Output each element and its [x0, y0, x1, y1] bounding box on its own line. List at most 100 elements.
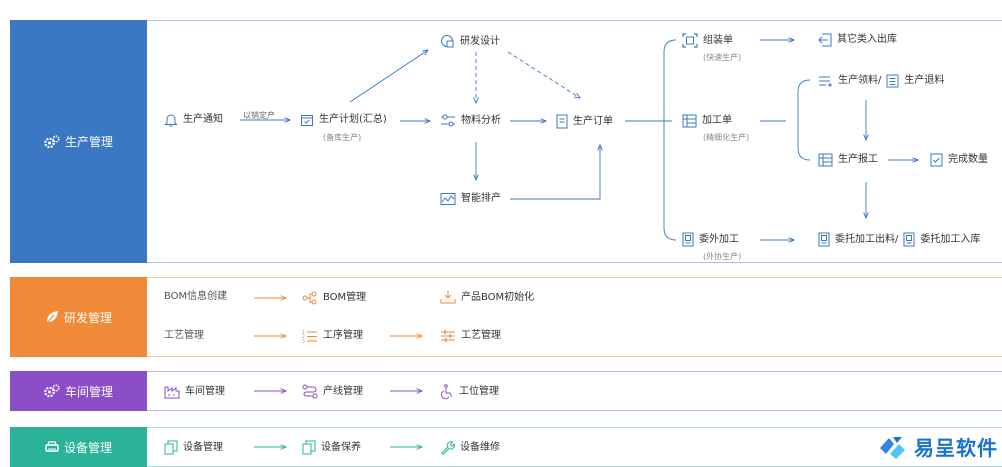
workstation-label: 工位管理: [459, 385, 499, 397]
production-title: 生产管理: [64, 135, 113, 149]
production-band: 生产管理: [0, 20, 1002, 263]
rd-design-label: 研发设计: [460, 35, 500, 47]
equipment-title: 设备管理: [63, 440, 112, 455]
work-report-label: 生产报工: [838, 154, 878, 165]
rd-header[interactable]: 研发管理: [10, 277, 147, 357]
node-outsource-issue[interactable]: 委托加工出料/ 委托加工入库: [818, 232, 980, 247]
completed-qty-label: 完成数量: [948, 154, 988, 165]
gears-icon: [44, 384, 60, 398]
make-to-order-label: 以销定产: [243, 111, 275, 120]
factory-icon: [164, 386, 180, 399]
equipment-header[interactable]: 设备管理: [10, 427, 147, 467]
device-icon: [164, 440, 178, 455]
svg-text:1: 1: [302, 330, 305, 336]
node-craft[interactable]: 工艺管理: [164, 330, 204, 342]
node-completed-qty[interactable]: 完成数量: [930, 153, 988, 167]
node-bom-info[interactable]: BOM信息创建: [164, 291, 227, 303]
material-analysis-label: 物料分析: [461, 114, 501, 126]
list-add-icon: [819, 76, 832, 87]
node-equipment-maintenance[interactable]: 设备保养: [302, 440, 361, 455]
node-material-analysis[interactable]: 物料分析: [440, 114, 501, 127]
sliders-icon: [441, 114, 455, 127]
bom-management-label: BOM管理: [323, 292, 367, 303]
node-workshop[interactable]: 车间管理: [164, 384, 225, 399]
node-bom-management[interactable]: BOM管理: [302, 291, 366, 305]
production-panel: [147, 20, 1002, 263]
equipment-repair-label: 设备维修: [460, 441, 500, 453]
node-work-report[interactable]: 生产报工: [818, 153, 878, 167]
craft-label: 工艺管理: [164, 330, 204, 341]
node-assembly-order[interactable]: 组装单: [682, 33, 733, 48]
ordered-list-icon: 1 2 3: [302, 330, 317, 344]
table-icon: [818, 153, 833, 167]
watermark-logo: 易呈软件: [878, 432, 998, 461]
list-doc-icon: [886, 74, 899, 88]
node-equipment-management[interactable]: 设备管理: [164, 440, 223, 455]
production-header[interactable]: 生产管理: [10, 20, 147, 263]
workshop-header[interactable]: 车间管理: [10, 371, 147, 411]
node-equipment-repair[interactable]: 设备维修: [440, 440, 500, 455]
workshop-panel: [147, 371, 1002, 411]
device-icon: [302, 440, 316, 455]
printer-icon: [45, 441, 59, 452]
download-tray-icon: [440, 291, 456, 304]
assembly-order-sub: (快速生产): [703, 53, 742, 62]
smart-scheduling-label: 智能排产: [461, 193, 501, 204]
outsourcing-label: 委外加工: [699, 233, 739, 245]
sliders-icon: [441, 330, 455, 342]
node-workstation[interactable]: 工位管理: [440, 384, 499, 399]
node-production-notice[interactable]: 生产通知: [164, 113, 223, 127]
node-bom-init[interactable]: 产品BOM初始化: [440, 290, 534, 305]
node-material-pick[interactable]: 生产领料/ 生产退料: [818, 74, 944, 88]
document-icon: [556, 114, 568, 129]
table-icon: [682, 114, 697, 128]
workshop-label: 车间管理: [185, 385, 225, 397]
production-order-label: 生产订单: [573, 115, 613, 127]
bom-init-label: 产品BOM初始化: [461, 291, 535, 303]
node-production-plan[interactable]: 生产计划(汇总): [300, 113, 387, 127]
wrench-icon: [441, 441, 455, 455]
process-order-sub: (精细化生产): [703, 133, 750, 142]
node-smart-scheduling[interactable]: 智能排产: [440, 192, 501, 206]
material-return-label: 生产退料: [904, 75, 945, 86]
nodes-icon: [302, 291, 317, 305]
node-other-inout[interactable]: 其它类入出库: [818, 33, 897, 47]
process-order-label: 加工单: [702, 115, 732, 126]
production-plan-label: 生产计划(汇总): [319, 114, 387, 125]
rd-title: 研发管理: [63, 310, 112, 325]
watermark-text: 易呈软件: [914, 436, 998, 460]
equipment-maintenance-label: 设备保养: [321, 441, 361, 453]
node-craft-management[interactable]: 工艺管理: [440, 329, 501, 343]
outsource-receive-label: 委托加工入库: [920, 233, 981, 245]
design-icon: [441, 35, 454, 48]
assembly-order-label: 组装单: [703, 34, 733, 46]
material-pick-label: 生产领料/: [838, 75, 882, 86]
process-management-label: 工序管理: [323, 330, 363, 341]
chart-icon: [440, 193, 456, 205]
node-outsourcing[interactable]: 委外加工: [682, 232, 739, 247]
node-process-management[interactable]: 1 2 3 工序管理: [302, 329, 363, 344]
svg-text:3: 3: [302, 339, 305, 344]
logo-icon: [880, 436, 905, 459]
node-process-order[interactable]: 加工单: [682, 114, 732, 128]
check-doc-icon: [930, 153, 943, 167]
workshop-title: 车间管理: [64, 384, 113, 399]
craft-management-label: 工艺管理: [461, 330, 501, 341]
equipment-management-label: 设备管理: [183, 441, 223, 453]
node-production-line[interactable]: 产线管理: [302, 384, 363, 399]
route-icon: [302, 384, 318, 399]
clipboard-icon: [682, 232, 694, 247]
svg-text:2: 2: [302, 334, 305, 340]
node-production-order[interactable]: 生产订单: [556, 114, 613, 129]
calendar-icon: [301, 115, 313, 126]
wheelchair-icon: [440, 384, 452, 399]
bell-icon: [164, 114, 178, 127]
rd-panel: [147, 277, 1002, 357]
bom-info-label: BOM信息创建: [164, 291, 228, 302]
production-notice-label: 生产通知: [183, 114, 223, 125]
workshop-band: 车间管理: [0, 371, 1002, 411]
other-inout-label: 其它类入出库: [837, 34, 897, 45]
outsource-issue-label: 委托加工出料/: [835, 233, 899, 245]
node-rd-design[interactable]: 研发设计: [440, 34, 500, 49]
